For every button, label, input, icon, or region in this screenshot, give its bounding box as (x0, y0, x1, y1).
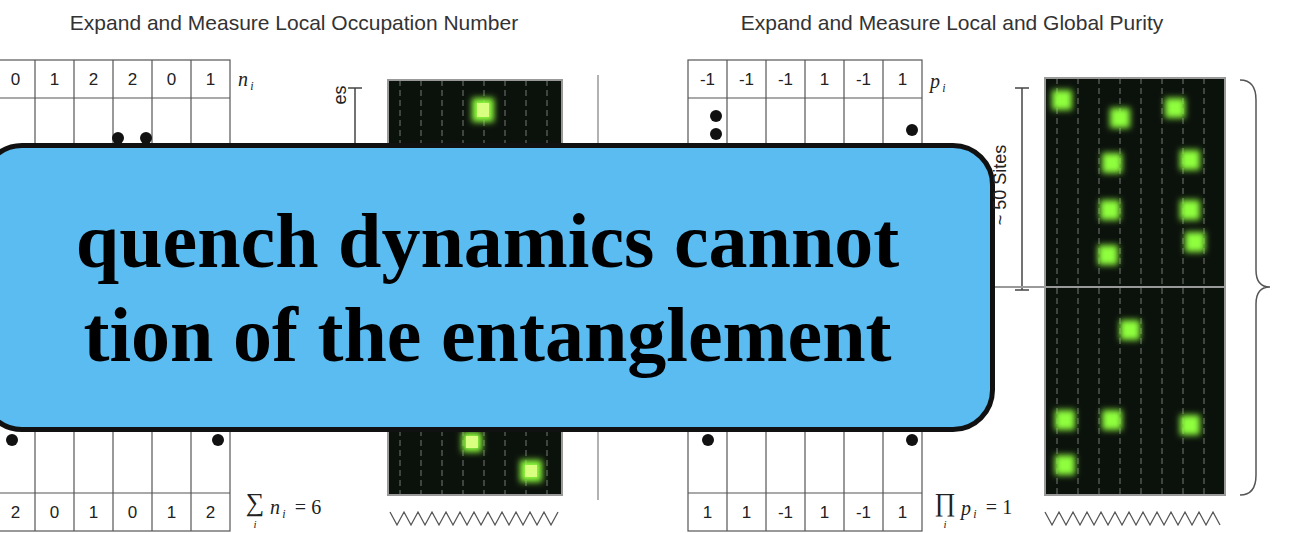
curly-brace (1240, 80, 1270, 495)
table-cell: 1 (206, 71, 215, 88)
math-symbol: = 1 (986, 497, 1012, 517)
math-subscript: i (973, 508, 976, 520)
table-cell: 1 (898, 71, 907, 88)
math-symbol: = 6 (295, 497, 321, 517)
table-cell: 2 (128, 71, 137, 88)
table-cell: 2 (11, 504, 20, 521)
table-cell: 2 (206, 504, 215, 521)
axis-label: ~ 50 Sites (991, 145, 1009, 226)
table-cell: 1 (167, 504, 176, 521)
heading: Expand and Measure Local and Global Puri… (741, 12, 1164, 33)
table-cell: 1 (820, 71, 829, 88)
math-subscript: i (253, 519, 256, 530)
banner-text: quench dynamics cannot tion of the entan… (47, 194, 929, 381)
table-cell: 1 (50, 71, 59, 88)
math-symbol: p (930, 71, 940, 91)
sites-bracket (1015, 88, 1029, 290)
table-cell: 0 (128, 504, 137, 521)
heading: Expand and Measure Local Occupation Numb… (70, 12, 518, 33)
math-symbol: n (270, 497, 280, 517)
math-subscript: i (250, 80, 253, 92)
table-cell: 0 (50, 504, 59, 521)
math-subscript: i (942, 82, 945, 94)
table-cell: -1 (856, 71, 871, 88)
table-cell: -1 (778, 504, 793, 521)
math-subscript: i (282, 508, 285, 520)
table-cell: 1 (742, 504, 751, 521)
table-cell: 1 (89, 504, 98, 521)
axis-label: es (331, 85, 349, 104)
microscope-image (1045, 78, 1225, 495)
lattice-potential (1045, 512, 1220, 525)
table-cell: -1 (739, 71, 754, 88)
math-subscript: i (943, 519, 946, 530)
table-cell: -1 (856, 504, 871, 521)
math-symbol: ∑ (246, 490, 265, 516)
table-cell: -1 (778, 71, 793, 88)
table-cell: 1 (703, 504, 712, 521)
math-symbol: ∏ (934, 490, 955, 516)
banner-box: quench dynamics cannot tion of the entan… (0, 143, 995, 432)
math-symbol: p (961, 498, 971, 518)
lattice-potential (390, 512, 558, 525)
table-cell: 0 (11, 71, 20, 88)
table-cell: 1 (898, 504, 907, 521)
table-cell: 2 (89, 71, 98, 88)
table-cell: -1 (700, 71, 715, 88)
table-cell: 0 (167, 71, 176, 88)
math-symbol: n (238, 69, 248, 89)
table-cell: 1 (820, 504, 829, 521)
